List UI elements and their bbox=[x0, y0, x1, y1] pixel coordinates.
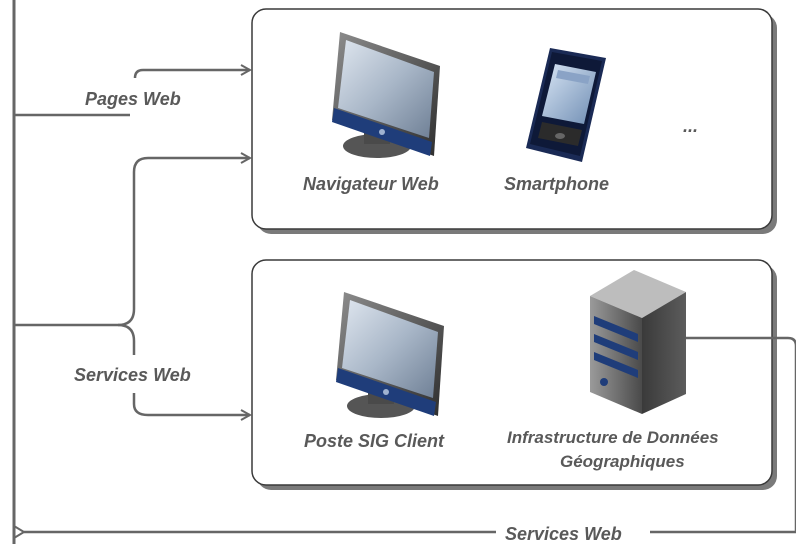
monitor-icon bbox=[336, 292, 444, 418]
label-infra-line2: Géographiques bbox=[560, 452, 685, 471]
label-pages-web: Pages Web bbox=[85, 89, 181, 109]
label-services-web-bottom: Services Web bbox=[505, 524, 622, 544]
ellipsis: ... bbox=[683, 116, 698, 136]
label-navigateur-web: Navigateur Web bbox=[303, 174, 439, 194]
label-poste-sig-client: Poste SIG Client bbox=[304, 431, 445, 451]
monitor-icon bbox=[332, 32, 440, 158]
label-infra-line1: Infrastructure de Données bbox=[507, 428, 719, 447]
label-smartphone: Smartphone bbox=[504, 174, 609, 194]
label-services-web-left: Services Web bbox=[74, 365, 191, 385]
server-icon bbox=[590, 270, 686, 414]
bottom-box bbox=[251, 259, 773, 486]
smartphone-icon bbox=[526, 48, 606, 162]
services-web-connector-lower bbox=[117, 323, 250, 415]
services-web-connector bbox=[14, 158, 250, 327]
pages-web-connector bbox=[14, 70, 250, 117]
